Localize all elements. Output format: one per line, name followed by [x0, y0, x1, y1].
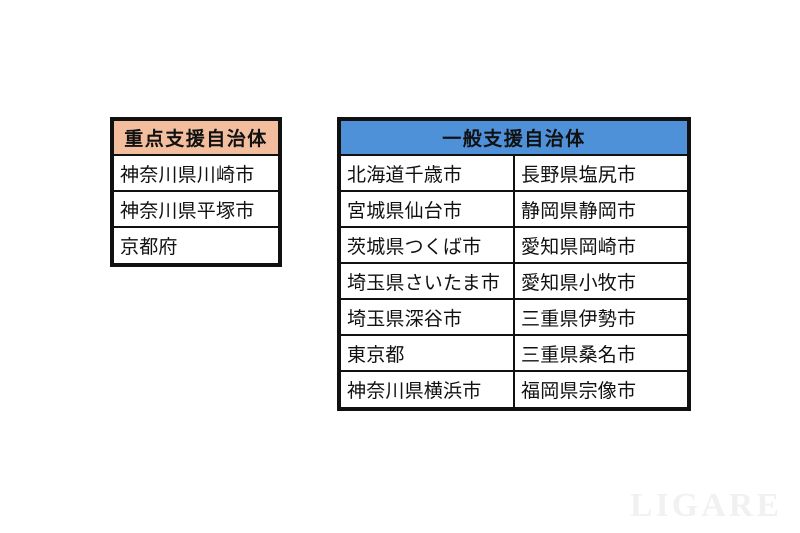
priority-support-header: 重点支援自治体	[114, 121, 278, 156]
priority-municipality-cell: 神奈川県平塚市	[114, 190, 278, 228]
table-row: 神奈川県川崎市	[114, 154, 278, 192]
general-support-table-grid: 一般支援自治体 北海道千歳市 長野県塩尻市 宮城県仙台市 静岡県静岡市 茨城県つ…	[341, 121, 687, 407]
general-support-table: 一般支援自治体 北海道千歳市 長野県塩尻市 宮城県仙台市 静岡県静岡市 茨城県つ…	[337, 117, 691, 411]
general-municipality-cell-left: 北海道千歳市	[341, 154, 515, 192]
table-row: 茨城県つくば市 愛知県岡崎市	[341, 226, 687, 264]
general-municipality-cell-right: 愛知県小牧市	[513, 262, 687, 300]
priority-municipality-cell: 京都府	[114, 226, 278, 263]
priority-support-table-grid: 重点支援自治体 神奈川県川崎市 神奈川県平塚市 京都府	[114, 121, 278, 263]
table-row: 北海道千歳市 長野県塩尻市	[341, 154, 687, 192]
priority-support-table: 重点支援自治体 神奈川県川崎市 神奈川県平塚市 京都府	[110, 117, 282, 267]
general-municipality-cell-right: 長野県塩尻市	[513, 154, 687, 192]
general-municipality-cell-left: 埼玉県さいたま市	[341, 262, 515, 300]
table-row: 宮城県仙台市 静岡県静岡市	[341, 190, 687, 228]
general-municipality-cell-right: 愛知県岡崎市	[513, 226, 687, 264]
table-header-row: 重点支援自治体	[114, 121, 278, 156]
general-municipality-cell-left: 神奈川県横浜市	[341, 370, 515, 407]
general-municipality-cell-left: 宮城県仙台市	[341, 190, 515, 228]
ligare-watermark: LIGARE	[629, 487, 782, 524]
general-support-header: 一般支援自治体	[341, 121, 687, 156]
general-municipality-cell-right: 三重県桑名市	[513, 334, 687, 372]
table-row: 埼玉県深谷市 三重県伊勢市	[341, 298, 687, 336]
general-municipality-cell-left: 東京都	[341, 334, 515, 372]
table-row: 神奈川県横浜市 福岡県宗像市	[341, 370, 687, 407]
general-municipality-cell-right: 静岡県静岡市	[513, 190, 687, 228]
general-municipality-cell-right: 福岡県宗像市	[513, 370, 687, 407]
table-row: 埼玉県さいたま市 愛知県小牧市	[341, 262, 687, 300]
general-municipality-cell-right: 三重県伊勢市	[513, 298, 687, 336]
priority-municipality-cell: 神奈川県川崎市	[114, 154, 278, 192]
table-row: 東京都 三重県桑名市	[341, 334, 687, 372]
general-municipality-cell-left: 埼玉県深谷市	[341, 298, 515, 336]
table-row: 京都府	[114, 226, 278, 263]
general-municipality-cell-left: 茨城県つくば市	[341, 226, 515, 264]
table-row: 神奈川県平塚市	[114, 190, 278, 228]
table-header-row: 一般支援自治体	[341, 121, 687, 156]
